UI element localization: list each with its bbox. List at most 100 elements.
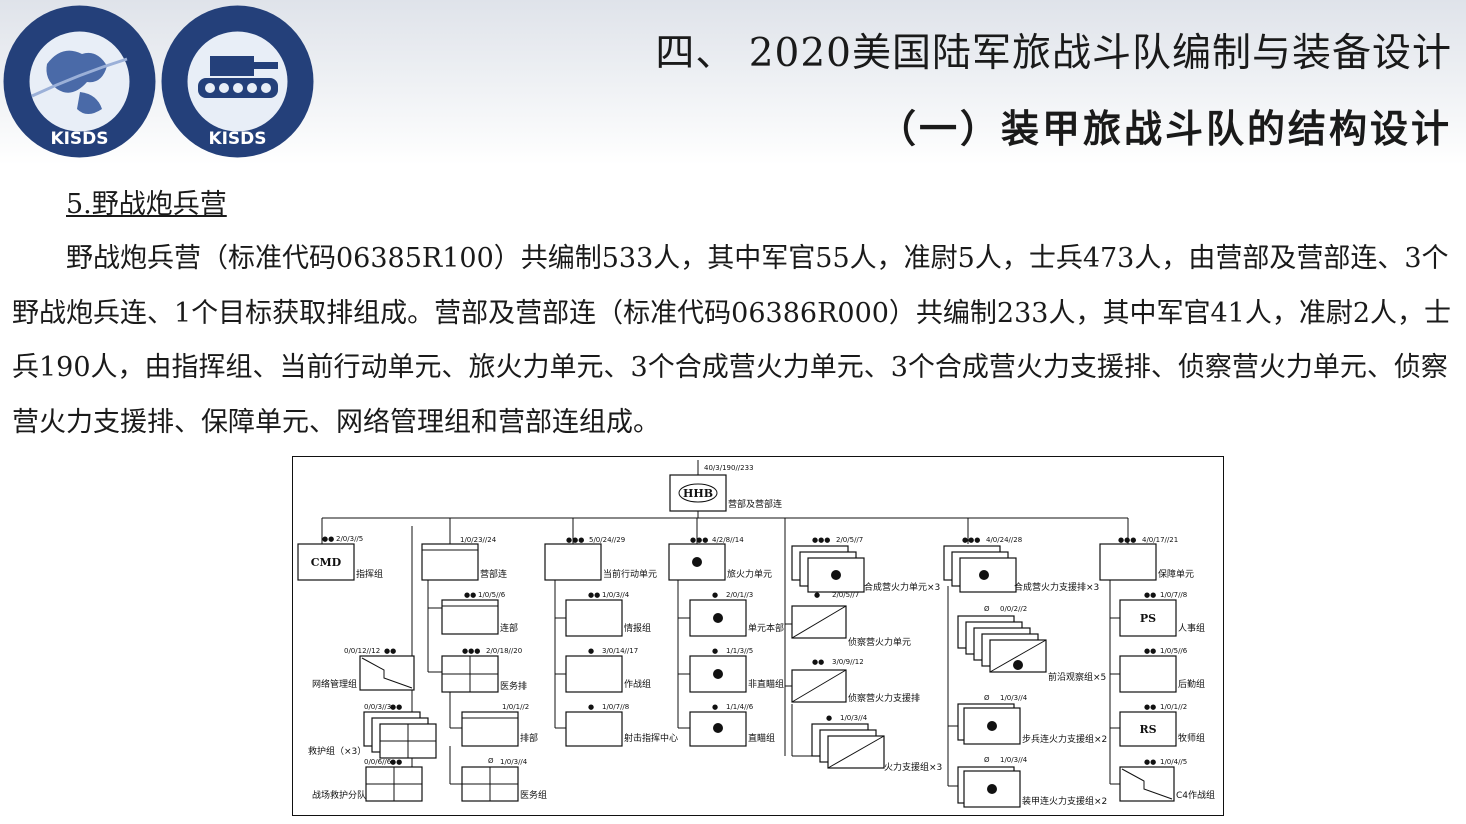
medteam-label: 医务组 <box>520 789 547 801</box>
org-chart: .bx { fill: #fff; stroke: #111; stroke-w… <box>292 456 1224 816</box>
intel-code: 1/0/3//4 <box>602 591 630 599</box>
c4-code: 1/0/4//5 <box>1160 758 1187 766</box>
rs-symbol: RS <box>1139 723 1156 736</box>
intel-box <box>565 599 623 637</box>
c4-label: C4作战组 <box>1176 789 1215 801</box>
network-label: 网络管理组 <box>312 678 357 690</box>
pltHQ-code: 1/0/1//2 <box>502 703 529 711</box>
fdc-label: 射击指挥中心 <box>624 732 678 744</box>
svg-text:Ø: Ø <box>984 694 990 702</box>
svg-text:●●●: ●●● <box>812 536 830 544</box>
coHQ-label: 连部 <box>500 622 518 634</box>
hhb-symbol: HHB <box>683 487 713 500</box>
direct-label: 直瞄组 <box>748 732 775 744</box>
ps-label: 人事组 <box>1178 622 1205 634</box>
indirect-label: 非直瞄组 <box>748 678 784 690</box>
cmd-box <box>297 543 355 581</box>
medplt-label: 医务排 <box>500 680 527 692</box>
svg-text:●: ● <box>712 647 718 655</box>
curops-box <box>544 543 602 581</box>
ops-label: 作战组 <box>624 678 651 690</box>
ops-code: 3/0/14//17 <box>602 647 638 655</box>
svg-text:●●: ●● <box>588 591 600 599</box>
sust-label: 保障单元 <box>1158 568 1194 580</box>
fst-code: 1/0/3//4 <box>840 714 868 722</box>
header-banner: KISDS KISDS 四、 2020美国陆军旅战斗队编制与装备设计 （一）装甲… <box>0 0 1466 165</box>
cellhq-label: 单元本部 <box>748 622 784 634</box>
log-code: 1/0/5//6 <box>1160 647 1188 655</box>
curops-code: 5/0/24//29 <box>589 536 625 544</box>
reconsup-label: 侦察营火力支援排 <box>848 692 920 704</box>
ps-symbol: PS <box>1140 612 1156 625</box>
rs-code: 1/0/1//2 <box>1160 703 1187 711</box>
section-heading: 5.野战炮兵营 <box>66 189 227 220</box>
bdefire-code: 4/2/8//14 <box>712 536 744 544</box>
cellhq-code: 2/0/1//3 <box>726 591 753 599</box>
cabsup-label: 合成营火力支援排×3 <box>1014 581 1099 593</box>
svg-text:●●: ●● <box>464 591 476 599</box>
fieldresc-code: 0/0/6//6 <box>364 758 392 766</box>
fo-label: 前沿观察组×5 <box>1048 671 1106 683</box>
hqco-label: 营部连 <box>480 568 507 580</box>
network-box <box>359 655 415 691</box>
body-paragraph: 野战炮兵营（标准代码06385R100）共编制533人，其中军官55人，准尉5人… <box>12 243 1452 438</box>
rescue-code: 0/0/3//3 <box>364 703 391 711</box>
sust-box <box>1099 543 1157 581</box>
svg-text:●: ● <box>826 714 832 722</box>
svg-text:●●●: ●●● <box>566 536 584 544</box>
svg-text:●●: ●● <box>384 647 396 655</box>
svg-text:●: ● <box>588 647 594 655</box>
ps-box <box>1119 599 1177 637</box>
main-title: 四、 2020美国陆军旅战斗队编制与装备设计 <box>655 31 1452 76</box>
infsup-code: 1/0/3//4 <box>1000 694 1028 702</box>
direct-code: 1/1/4//6 <box>726 703 754 711</box>
reconsup-code: 3/0/9//12 <box>832 658 864 666</box>
kisds-logo-globe: KISDS <box>3 5 156 158</box>
coHQ-box <box>441 599 499 635</box>
svg-text:●●: ●● <box>1144 591 1156 599</box>
cabfire-label: 合成营火力单元×3 <box>864 581 940 593</box>
ops-box <box>565 655 623 693</box>
svg-text:●●●: ●●● <box>1118 536 1136 544</box>
svg-text:●: ● <box>712 703 718 711</box>
svg-text:●●: ●● <box>1144 647 1156 655</box>
fdc-code: 1/0/7//8 <box>602 703 629 711</box>
bdefire-label: 旅火力单元 <box>727 568 772 580</box>
fst-label: 火力支援组×3 <box>884 761 942 773</box>
cmd-symbol: CMD <box>311 556 342 569</box>
svg-text:Ø: Ø <box>984 756 990 764</box>
org-chart-svg: .bx { fill: #fff; stroke: #111; stroke-w… <box>292 456 1224 816</box>
network-code: 0/0/12//12 <box>344 647 380 655</box>
kisds-logo-tank: KISDS <box>161 5 314 158</box>
svg-text:●●: ●● <box>390 703 402 711</box>
hqco-box <box>421 543 479 581</box>
fo-code: 0/0/2//2 <box>1000 605 1027 613</box>
rs-box <box>1119 711 1177 747</box>
pltHQ-label: 排部 <box>520 732 538 744</box>
cabsup-code: 4/0/24//28 <box>986 536 1022 544</box>
svg-text:KISDS: KISDS <box>208 129 266 149</box>
hhb-label: 营部及营部连 <box>728 498 782 510</box>
log-box <box>1119 655 1177 693</box>
pltHQ-box <box>461 711 519 747</box>
svg-text:●●: ●● <box>1144 758 1156 766</box>
svg-text:KISDS: KISDS <box>50 129 108 149</box>
reconfire-code: 2/0/5//7 <box>832 591 859 599</box>
ps-code: 1/0/7//8 <box>1160 591 1187 599</box>
cabfire-code: 2/0/5//7 <box>836 536 863 544</box>
indirect-code: 1/1/3//5 <box>726 647 753 655</box>
cabfire-box <box>807 557 865 593</box>
top-code: 40/3/190//233 <box>704 464 754 472</box>
fieldresc-label: 战场救护分队 <box>312 789 366 801</box>
armsup-code: 1/0/3//4 <box>1000 756 1028 764</box>
svg-text:●●: ●● <box>1144 703 1156 711</box>
svg-text:●: ● <box>814 591 820 599</box>
svg-text:●●●: ●●● <box>690 536 708 544</box>
svg-text:●●: ●● <box>390 758 402 766</box>
reconfire-label: 侦察营火力单元 <box>848 636 911 648</box>
hqco-code: 1/0/23//24 <box>460 536 497 544</box>
svg-text:●: ● <box>712 591 718 599</box>
rs-label: 牧师组 <box>1178 732 1205 744</box>
sust-code: 4/0/17//21 <box>1142 536 1178 544</box>
coHQ-code: 1/0/5//6 <box>478 591 506 599</box>
